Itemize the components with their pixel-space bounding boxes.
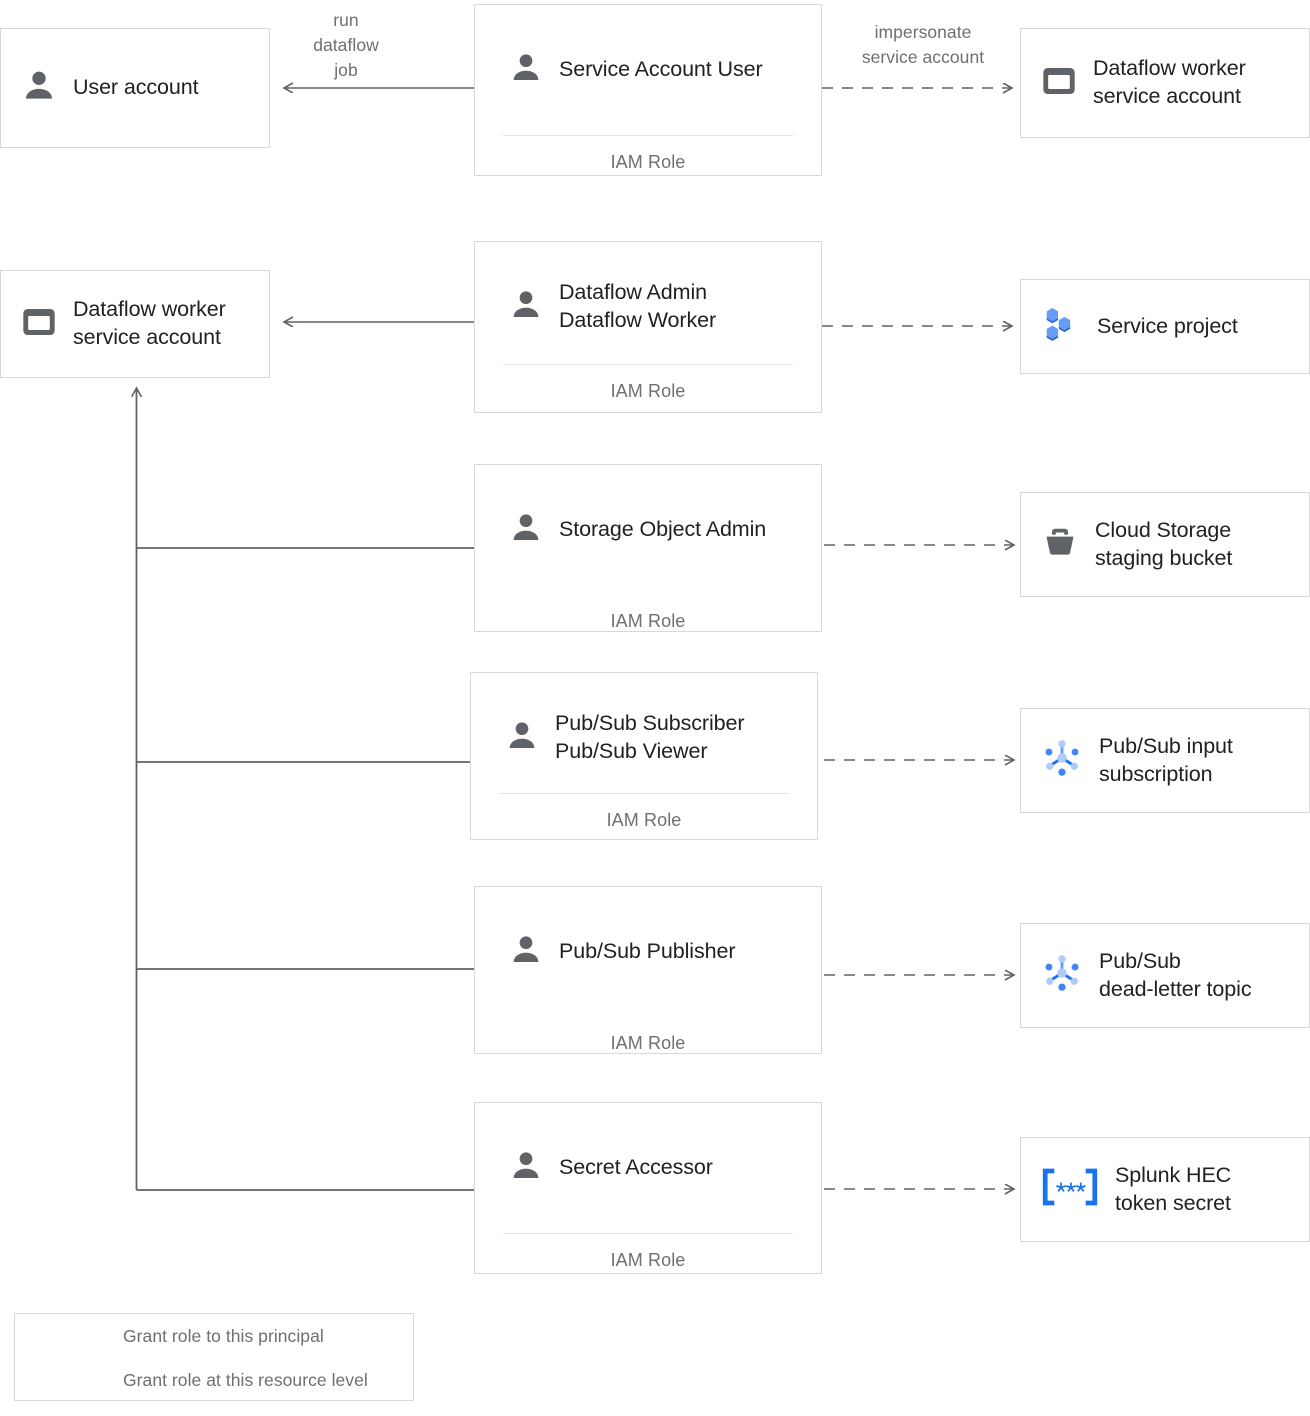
resource-label: Dataflow worker service account xyxy=(1093,56,1246,108)
role-card-pubsub-subscriber-viewer[interactable]: Pub/Sub Subscriber Pub/Sub Viewer IAM Ro… xyxy=(470,672,818,840)
role-card-subtitle: IAM Role xyxy=(610,611,686,631)
person-icon xyxy=(507,49,545,92)
person-icon xyxy=(19,66,59,111)
role-card-storage-object-admin[interactable]: Storage Object Admin IAM Role xyxy=(474,464,822,632)
role-card-title: Pub/Sub Subscriber Pub/Sub Viewer xyxy=(555,711,745,763)
resource-splunk-hec-token-secret[interactable]: Splunk HEC token secret xyxy=(1020,1137,1310,1242)
role-card-header: Secret Accessor xyxy=(475,1103,821,1207)
role-card-subtitle: IAM Role xyxy=(610,381,686,401)
resource-service-project[interactable]: Service project xyxy=(1020,279,1310,374)
person-icon xyxy=(507,286,545,329)
role-card-header: Dataflow Admin Dataflow Worker xyxy=(475,242,821,346)
resource-label: Pub/Sub input subscription xyxy=(1099,733,1233,786)
person-icon xyxy=(503,717,541,760)
cloud-storage-icon xyxy=(1039,521,1081,568)
resource-label: Cloud Storage staging bucket xyxy=(1095,517,1233,570)
role-card-title: Service Account User xyxy=(559,57,763,82)
legend-item-solid-label: Grant role to this principal xyxy=(123,1325,324,1346)
legend: Grant role to this principal Grant role … xyxy=(14,1313,414,1401)
role-card-divider xyxy=(503,1233,793,1234)
legend-item-solid: Grant role to this principal xyxy=(15,1314,413,1358)
pubsub-icon xyxy=(1039,950,1085,1001)
resource-cloud-storage-staging-bucket[interactable]: Cloud Storage staging bucket xyxy=(1020,492,1310,597)
resource-label: Pub/Sub dead-letter topic xyxy=(1099,948,1252,1001)
person-icon xyxy=(507,509,545,552)
role-card-dataflow-admin-worker[interactable]: Dataflow Admin Dataflow Worker IAM Role xyxy=(474,241,822,413)
role-card-subtitle: IAM Role xyxy=(610,1250,686,1270)
role-card-title: Secret Accessor xyxy=(559,1155,713,1180)
role-card-header: Service Account User xyxy=(475,5,821,109)
role-card-title: Dataflow Admin Dataflow Worker xyxy=(559,280,717,332)
role-card-divider xyxy=(499,793,789,794)
edge-label-run-dataflow-job: run dataflow job xyxy=(313,10,379,80)
role-card-pubsub-publisher[interactable]: Pub/Sub Publisher IAM Role xyxy=(474,886,822,1054)
role-card-divider xyxy=(503,135,793,136)
resource-label: Splunk HEC token secret xyxy=(1115,1162,1232,1215)
resource-label: Service project xyxy=(1097,313,1238,338)
secret-manager-icon xyxy=(1039,1165,1101,1214)
role-card-title: Storage Object Admin xyxy=(559,517,767,542)
role-card-header: Pub/Sub Subscriber Pub/Sub Viewer xyxy=(471,673,817,777)
principal-user-account[interactable]: User account xyxy=(0,28,270,148)
role-card-service-account-user[interactable]: Service Account User IAM Role xyxy=(474,4,822,176)
pubsub-icon xyxy=(1039,735,1085,786)
role-card-title: Pub/Sub Publisher xyxy=(559,939,736,964)
role-card-subtitle: IAM Role xyxy=(610,1033,686,1053)
principal-dataflow-worker-service-account[interactable]: Dataflow worker service account xyxy=(0,270,270,378)
legend-item-dashed: Grant role at this resource level xyxy=(15,1358,413,1402)
legend-item-dashed-label: Grant role at this resource level xyxy=(123,1369,368,1390)
role-card-divider xyxy=(503,364,793,365)
principal-label: Dataflow worker service account xyxy=(73,297,226,349)
role-card-header: Pub/Sub Publisher xyxy=(475,887,821,991)
role-card-subtitle: IAM Role xyxy=(606,810,682,830)
resource-pubsub-dead-letter-topic[interactable]: Pub/Sub dead-letter topic xyxy=(1020,923,1310,1028)
edge-left-spine xyxy=(137,388,474,1191)
service-account-icon xyxy=(1039,61,1079,106)
person-icon xyxy=(507,931,545,974)
person-icon xyxy=(507,1147,545,1190)
role-card-subtitle: IAM Role xyxy=(610,152,686,172)
project-icon xyxy=(1039,302,1083,351)
role-card-secret-accessor[interactable]: Secret Accessor IAM Role xyxy=(474,1102,822,1274)
resource-pubsub-input-subscription[interactable]: Pub/Sub input subscription xyxy=(1020,708,1310,813)
service-account-icon xyxy=(19,302,59,347)
role-card-header: Storage Object Admin xyxy=(475,465,821,569)
resource-dataflow-worker-service-account[interactable]: Dataflow worker service account xyxy=(1020,28,1310,138)
principal-user-account-label: User account xyxy=(73,75,199,100)
edge-label-impersonate-service-account: impersonate service account xyxy=(861,22,985,67)
